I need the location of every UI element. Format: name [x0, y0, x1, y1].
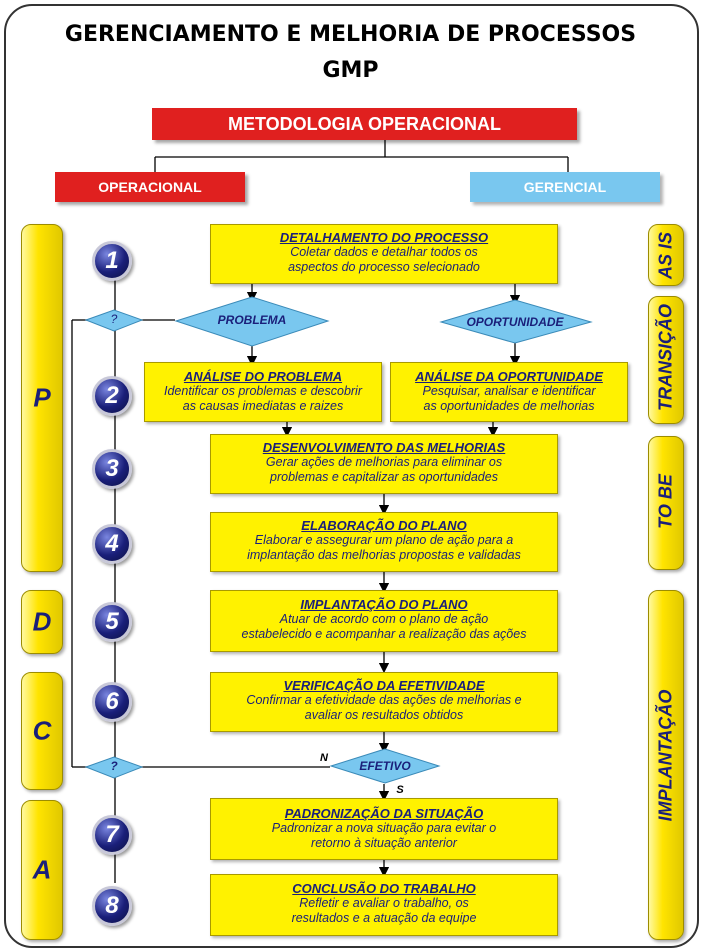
- step-1-line2: aspectos do processo selecionado: [288, 260, 480, 274]
- step-8-circle: 8: [92, 886, 132, 926]
- step-1-line1: Coletar dados e detalhar todos os: [290, 245, 478, 259]
- question-diamond-bottom: [84, 756, 144, 779]
- step-6-line2: avaliar os resultados obtidos: [304, 708, 464, 722]
- step-3-line2: problemas e capitalizar as oportunidades: [270, 470, 498, 484]
- metodologia-operacional-bar: METODOLOGIA OPERACIONAL: [152, 108, 577, 140]
- step-8-box: CONCLUSÃO DO TRABALHO Refletir e avaliar…: [210, 874, 558, 936]
- phase-plan-bar: P: [21, 224, 63, 572]
- analise-oportunidade-box: ANÁLISE DA OPORTUNIDADE Pesquisar, anali…: [390, 362, 628, 422]
- step-8-title: CONCLUSÃO DO TRABALHO: [292, 881, 476, 896]
- analise-problema-box: ANÁLISE DO PROBLEMA Identificar os probl…: [144, 362, 382, 422]
- step-5-line2: estabelecido e acompanhar a realização d…: [241, 627, 527, 641]
- implantacao-bar: IMPLANTAÇÃO: [648, 590, 684, 940]
- question-bottom-label: ?: [110, 759, 118, 773]
- step-7-line2: retorno à situação anterior: [311, 836, 457, 850]
- step-1-box: DETALHAMENTO DO PROCESSO Coletar dados e…: [210, 224, 558, 284]
- efetivo-diamond: [329, 748, 441, 784]
- step-1-circle: 1: [92, 241, 132, 281]
- step-3-circle: 3: [92, 449, 132, 489]
- step-5-line1: Atuar de acordo com o plano de ação: [279, 612, 489, 626]
- step-8-line2: resultados e a atuação da equipe: [291, 911, 477, 925]
- step-7-line1: Padronizar a nova situação para evitar o: [271, 821, 497, 835]
- analise-problema-title: ANÁLISE DO PROBLEMA: [183, 369, 343, 384]
- step-3-box: DESENVOLVIMENTO DAS MELHORIAS Gerar açõe…: [210, 434, 558, 494]
- step-8-line1: Refletir e avaliar o trabalho, os: [299, 896, 469, 910]
- phase-check-label: C: [32, 715, 52, 746]
- step-4-title: ELABORAÇÃO DO PLANO: [301, 518, 467, 533]
- analise-problema-line1: Identificar os problemas e descobrir: [163, 384, 362, 398]
- step-6-line1: Confirmar a efetividade das ações de mel…: [246, 693, 522, 707]
- step-4-box: ELABORAÇÃO DO PLANO Elaborar e assegurar…: [210, 512, 558, 572]
- analise-oportunidade-title: ANÁLISE DA OPORTUNIDADE: [415, 369, 603, 384]
- step-4-line2: implantação das melhorias propostas e va…: [247, 548, 521, 562]
- transicao-bar: TRANSIÇÃO: [648, 296, 684, 424]
- page-subtitle: GMP: [322, 58, 379, 83]
- oportunidade-label: OPORTUNIDADE: [466, 315, 564, 329]
- step-6-title: VERIFICAÇÃO DA EFETIVIDADE: [283, 678, 485, 693]
- phase-act-label: A: [32, 854, 52, 885]
- step-6-box: VERIFICAÇÃO DA EFETIVIDADE Confirmar a e…: [210, 672, 558, 732]
- problema-diamond: [174, 296, 330, 347]
- step-5-box: IMPLANTAÇÃO DO PLANO Atuar de acordo com…: [210, 590, 558, 652]
- step-4-line1: Elaborar e assegurar um plano de ação pa…: [254, 533, 514, 547]
- efetivo-label: EFETIVO: [359, 759, 411, 773]
- analise-oportunidade-line2: as oportunidades de melhorias: [423, 399, 595, 413]
- yes-label: S: [396, 784, 404, 796]
- question-top-label: ?: [110, 312, 118, 326]
- step-4-circle: 4: [92, 524, 132, 564]
- phase-check-bar: C: [21, 672, 63, 790]
- step-5-circle: 5: [92, 602, 132, 642]
- step-6-circle: 6: [92, 682, 132, 722]
- step-5-title: IMPLANTAÇÃO DO PLANO: [300, 597, 468, 612]
- operacional-bar: OPERACIONAL: [55, 172, 245, 202]
- as-is-bar: AS IS: [648, 224, 684, 286]
- step-7-title: PADRONIZAÇÃO DA SITUAÇÃO: [284, 806, 484, 821]
- analise-oportunidade-line1: Pesquisar, analisar e identificar: [422, 384, 596, 398]
- phase-plan-label: P: [33, 382, 51, 413]
- analise-problema-line2: as causas imediatas e raizes: [182, 399, 344, 413]
- step-3-line1: Gerar ações de melhorias para eliminar o…: [265, 455, 503, 469]
- gerencial-bar: GERENCIAL: [470, 172, 660, 202]
- phase-do-bar: D: [21, 590, 63, 654]
- step-3-title: DESENVOLVIMENTO DAS MELHORIAS: [262, 440, 506, 455]
- question-diamond-top: [84, 309, 144, 332]
- step-2-circle: 2: [92, 376, 132, 416]
- step-1-title: DETALHAMENTO DO PROCESSO: [279, 230, 489, 245]
- phase-do-label: D: [32, 606, 52, 637]
- phase-act-bar: A: [21, 800, 63, 940]
- no-label: N: [320, 752, 328, 764]
- step-7-circle: 7: [92, 815, 132, 855]
- step-7-box: PADRONIZAÇÃO DA SITUAÇÃO Padronizar a no…: [210, 798, 558, 860]
- oportunidade-diamond: [439, 299, 593, 344]
- to-be-bar: TO BE: [648, 436, 684, 570]
- page-title: GERENCIAMENTO E MELHORIA DE PROCESSOS: [64, 22, 637, 47]
- problema-label: PROBLEMA: [217, 313, 287, 327]
